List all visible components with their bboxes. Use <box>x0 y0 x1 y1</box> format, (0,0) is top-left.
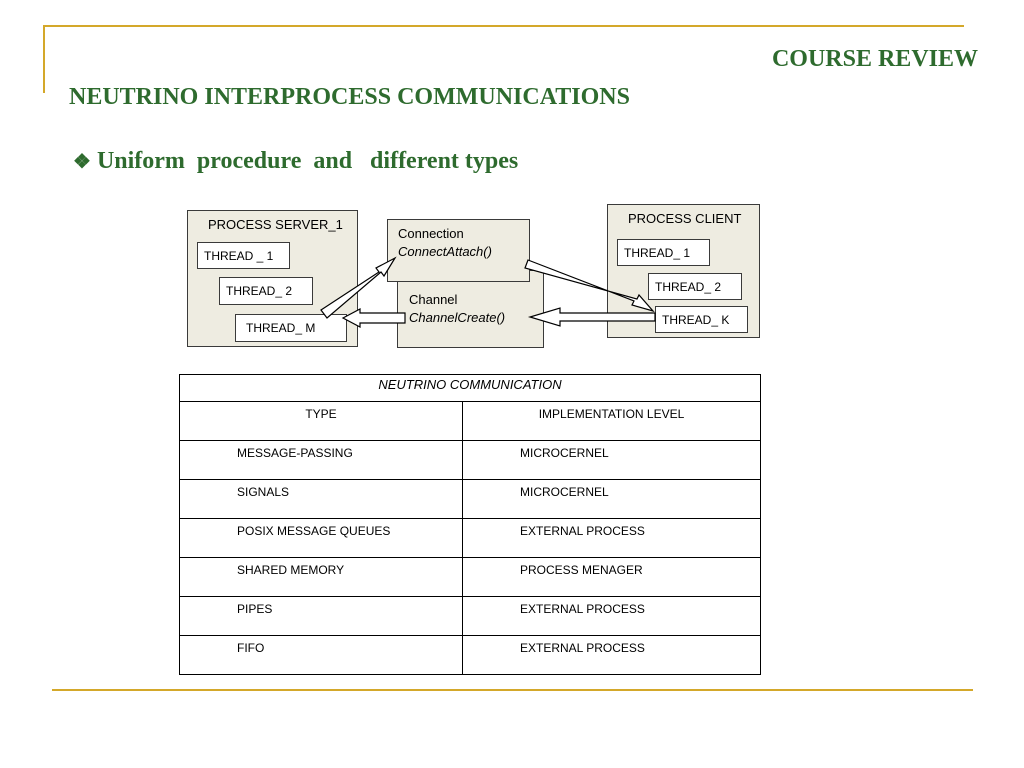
type-cell: MESSAGE-PASSING <box>179 440 463 480</box>
bullet-text: Uniform procedure and different types <box>96 148 519 174</box>
arrow-channel-to-thread-m <box>341 308 406 328</box>
level-cell: MICROCERNEL <box>462 479 761 519</box>
table-row: POSIX MESSAGE QUEUES EXTERNAL PROCESS <box>179 518 761 558</box>
left-rule <box>43 25 45 93</box>
table-caption-row: NEUTRINO COMMUNICATION <box>179 374 761 402</box>
channel-function: ChannelCreate() <box>409 310 506 325</box>
table-row: MESSAGE-PASSING MICROCERNEL <box>179 440 761 480</box>
column-header-level: IMPLEMENTATION LEVEL <box>462 401 761 441</box>
table-row: SIGNALS MICROCERNEL <box>179 479 761 519</box>
client-process-label: PROCESS CLIENT <box>628 211 742 226</box>
table-row: PIPES EXTERNAL PROCESS <box>179 596 761 636</box>
arrow-connection-to-thread-k <box>524 259 655 313</box>
level-cell: PROCESS MENAGER <box>462 557 761 597</box>
connection-box <box>387 219 530 282</box>
connection-function: ConnectAttach() <box>398 244 492 259</box>
channel-label: Channel <box>409 292 458 307</box>
server-thread-1: THREAD _ 1 <box>197 242 290 269</box>
client-thread-1: THREAD_ 1 <box>617 239 710 266</box>
connection-label: Connection <box>398 226 464 241</box>
level-cell: EXTERNAL PROCESS <box>462 518 761 558</box>
type-cell: FIFO <box>179 635 463 675</box>
table-header-row: TYPE IMPLEMENTATION LEVEL <box>179 401 761 441</box>
table-row: SHARED MEMORY PROCESS MENAGER <box>179 557 761 597</box>
type-cell: POSIX MESSAGE QUEUES <box>179 518 463 558</box>
client-thread-k: THREAD_ K <box>655 306 748 333</box>
bottom-rule <box>52 689 973 691</box>
arrow-thread-k-to-channel <box>527 307 656 327</box>
server-process-label: PROCESS SERVER_1 <box>208 217 343 232</box>
type-cell: SIGNALS <box>179 479 463 519</box>
server-thread-2: THREAD_ 2 <box>219 277 313 305</box>
client-thread-2: THREAD_ 2 <box>648 273 742 300</box>
channel-box <box>397 270 544 348</box>
column-header-type: TYPE <box>179 401 463 441</box>
level-cell: EXTERNAL PROCESS <box>462 596 761 636</box>
server-thread-m: THREAD_ M <box>235 314 347 342</box>
section-heading: COURSE REVIEW <box>771 46 978 72</box>
level-cell: MICROCERNEL <box>462 440 761 480</box>
diamond-bullet-icon: ❖ <box>73 151 91 173</box>
bullet-point: ❖Uniform procedure and different types <box>73 148 518 175</box>
slide-title: NEUTRINO INTERPROCESS COMMUNICATIONS <box>69 84 630 110</box>
type-cell: PIPES <box>179 596 463 636</box>
arrow-thread-m-to-connection <box>320 256 397 319</box>
top-rule <box>43 25 964 27</box>
level-cell: EXTERNAL PROCESS <box>462 635 761 675</box>
communication-table: NEUTRINO COMMUNICATION TYPE IMPLEMENTATI… <box>179 374 761 675</box>
table-row: FIFO EXTERNAL PROCESS <box>179 635 761 675</box>
type-cell: SHARED MEMORY <box>179 557 463 597</box>
table-caption: NEUTRINO COMMUNICATION <box>179 374 761 402</box>
